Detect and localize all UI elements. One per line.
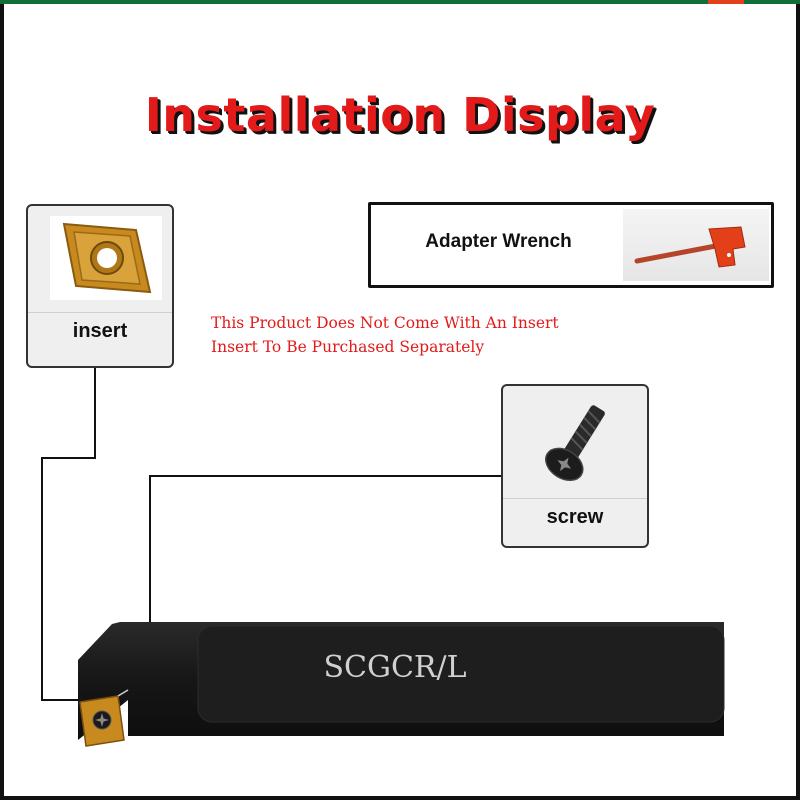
wrench-icon — [623, 209, 769, 281]
tool-label-panel — [197, 625, 725, 723]
notice-line-2: Insert To Be Purchased Separately — [211, 338, 485, 356]
mounted-insert-icon — [79, 689, 129, 747]
notice-text: This Product Does Not Come With An Inser… — [211, 311, 559, 359]
adapter-wrench-label: Adapter Wrench — [425, 231, 572, 252]
top-stripe — [0, 0, 800, 4]
screw-icon — [527, 396, 627, 492]
tool-model-label: SCGCR/L — [323, 650, 467, 685]
insert-card: insert — [26, 204, 174, 368]
insert-icon — [50, 216, 162, 300]
screw-card: screw — [501, 384, 649, 548]
insert-label: insert — [72, 320, 128, 342]
screw-card-divider — [503, 498, 647, 499]
adapter-wrench-card: Adapter Wrench — [368, 202, 774, 288]
insert-connector-line — [41, 368, 96, 701]
insert-card-divider — [28, 312, 172, 313]
screw-label: screw — [546, 506, 604, 528]
page-title: Installation Display — [144, 88, 656, 142]
top-stripe-accent — [708, 0, 744, 4]
screw-connector-line — [149, 475, 501, 628]
notice-line-1: This Product Does Not Come With An Inser… — [211, 314, 559, 332]
